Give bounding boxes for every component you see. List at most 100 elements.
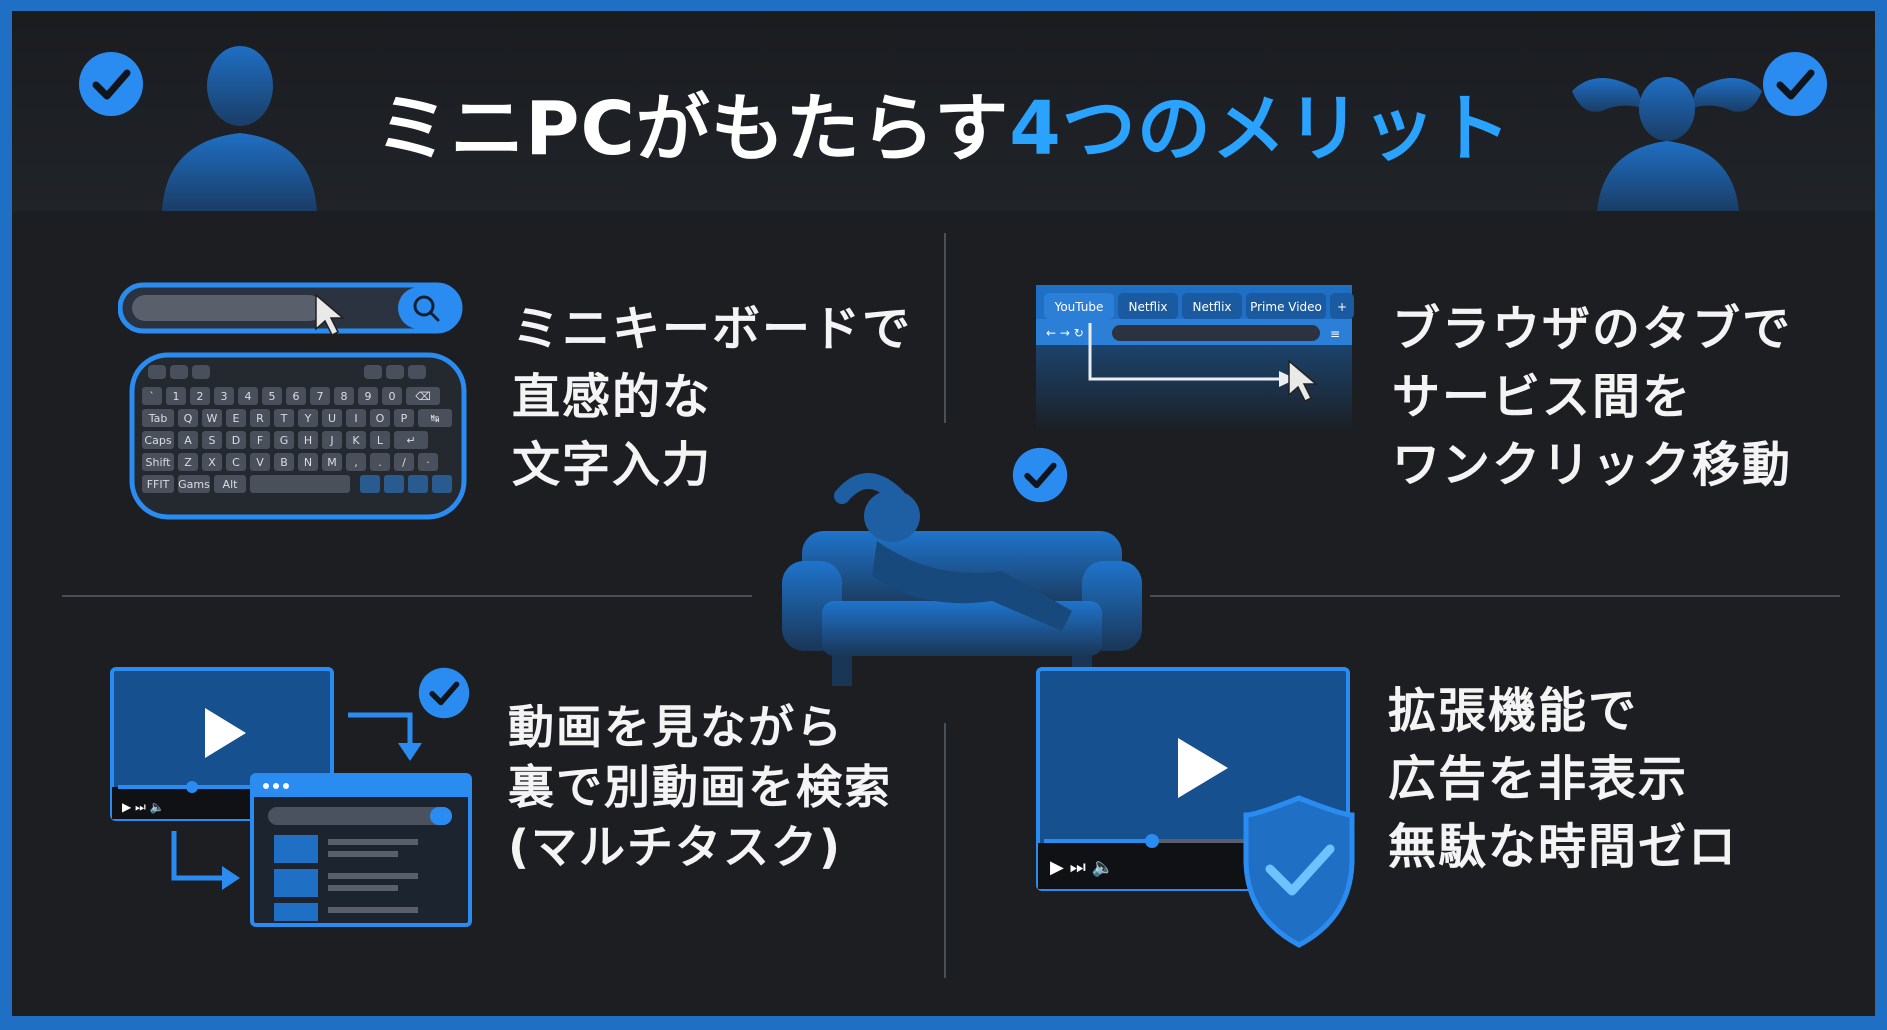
keyboard-key-label: A [184,434,192,447]
multitask-illustration: ▶ ⏭ 🔈 [110,667,472,927]
keyboard-key [274,409,294,427]
keyboard-key [262,387,282,405]
arrow-key [432,475,452,493]
keyboard-key-label: 0 [389,390,396,403]
keyboard-key-label: I [354,412,357,425]
keyboard-key [274,453,294,471]
keyboard-key [142,475,174,493]
keyboard-key [226,409,246,427]
person-silhouette-icon [162,46,317,211]
keyboard-key-label: 7 [317,390,324,403]
keyboard-key-label: W [207,412,218,425]
browser-tab[interactable] [1044,293,1114,319]
keyboard-key [238,387,258,405]
benefit-4-text: 拡張機能で 広告を非表示 無駄な時間ゼロ [1388,677,1738,881]
video-player-illustration: ▶ ⏭ 🔈 [1036,667,1355,948]
keyboard-key-label: 2 [197,390,204,403]
keyboard-key [394,409,414,427]
keyboard-key-label: T [280,412,288,425]
benefit-4-line-3: 無駄な時間ゼロ [1388,819,1739,875]
keyboard-key [322,453,342,471]
keyboard-key-label: V [256,456,264,469]
keyboard-key-label: G [280,434,289,447]
browser-tab-label: Netflix [1128,300,1167,314]
browser-tab-label: + [1337,300,1347,314]
keyboard-key [358,387,378,405]
keyboard-key [142,409,174,427]
function-key [364,365,382,379]
keyboard-key-label: Caps [144,434,171,447]
benefit-1-line-1: ミニキーボードで [512,301,913,357]
keyboard-key [370,453,390,471]
keyboard-key-label: 6 [293,390,300,403]
function-key [192,365,210,379]
check-icon [79,52,143,116]
keyboard-key [142,453,174,471]
benefit-3-line-2: 裏で別動画を検索 [508,760,892,814]
keyboard-key [286,387,306,405]
browser-tab-label: Netflix [1192,300,1231,314]
benefit-2-text: ブラウザのタブで サービス間を ワンクリック移動 [1392,295,1792,499]
browser-tab[interactable] [1118,293,1178,319]
search-bar-illustration [118,282,463,337]
keyboard-key [394,453,414,471]
keyboard-key-label: O [376,412,385,425]
keyboard-key-label: ` [149,390,155,403]
keyboard-key-label: U [328,412,336,425]
keyboard-key-label: Z [184,456,192,469]
keyboard-key [418,453,438,471]
check-icon [1012,447,1068,503]
keyboard-key [298,431,318,449]
keyboard-key-label: 4 [245,390,252,403]
keyboard-key-label: J [329,434,333,447]
divider-vertical-bottom [944,723,946,978]
keyboard-key-label: S [209,434,216,447]
keyboard-key-label: 8 [341,390,348,403]
arrow-key [360,475,380,493]
benefit-4-line-1: 拡張機能で [1388,683,1639,739]
keyboard-key [178,475,210,493]
benefit-1-line-2: 直感的な [512,369,713,425]
title-main: ミニPCがもたらす [375,86,1010,172]
relaxing-person-silhouette-icon [1572,77,1762,211]
browser-tab[interactable] [1330,293,1354,319]
play-icon [1178,738,1228,798]
divider-horizontal-left [62,595,752,597]
keyboard-key-label: Tab [148,412,168,425]
sofa-person-icon [782,473,1142,686]
arrow-key [408,475,428,493]
check-icon [418,667,470,719]
keyboard-key [166,387,186,405]
keyboard-key [370,409,390,427]
keyboard-key [274,431,294,449]
browser-tab-label: YouTube [1054,300,1104,314]
keyboard-key [226,431,246,449]
keyboard-key [322,431,342,449]
browser-tab-label: Prime Video [1250,300,1322,314]
browser-tab[interactable] [1182,293,1242,319]
keyboard-key [226,453,246,471]
function-key [170,365,188,379]
benefit-3-text: 動画を見ながら 裏で別動画を検索 (マルチタスク) [508,697,892,877]
browser-tab[interactable] [1246,293,1326,319]
keyboard-key-label: X [208,456,216,469]
keyboard-key [178,409,198,427]
keyboard-key-label: ↵ [406,434,415,447]
check-icon [1763,52,1827,116]
keyboard-key-label: F [257,434,263,447]
keyboard-key [214,387,234,405]
benefit-2-line-3: ワンクリック移動 [1392,437,1793,493]
keyboard-key [346,453,366,471]
keyboard-key [394,431,428,449]
keyboard-key-label: Shift [145,456,171,469]
keyboard-key-label: 5 [269,390,276,403]
function-key [408,365,426,379]
back-arrow-icon: ← → ↻ [1046,326,1084,340]
keyboard-key-label: N [304,456,312,469]
keyboard-key-label: L [377,434,384,447]
title-highlight: 4つのメリット [1009,86,1512,172]
keyboard-key [298,409,318,427]
keyboard-key-label: K [352,434,360,447]
